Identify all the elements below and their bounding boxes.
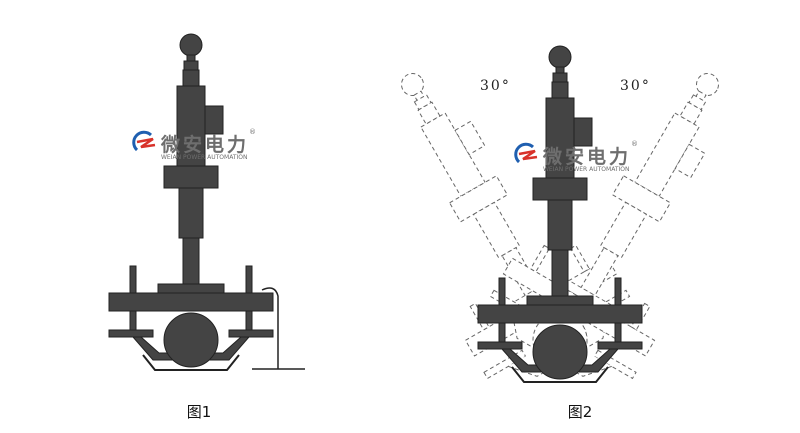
logo-name-en: WEIAN POWER AUTOMATION (161, 154, 248, 161)
angle-label-right: 30° (620, 78, 651, 94)
logo-name-cn: 微安电力 (161, 134, 250, 156)
logo-name-en: WEIAN POWER AUTOMATION (543, 166, 630, 173)
figure-1-caption: 图1 (186, 403, 212, 421)
logo-registered-mark: ® (249, 128, 256, 136)
logo-name-cn: 微安电力 (543, 146, 632, 168)
ground-wire (252, 287, 305, 370)
weian-logo-icon (514, 142, 538, 164)
figure-2-device (477, 45, 643, 383)
logo-registered-mark: ® (631, 140, 638, 148)
weian-logo-icon (132, 130, 156, 152)
figure-1-device (108, 33, 305, 371)
figure-2-caption: 图2 (567, 403, 593, 421)
angle-label-left: 30° (480, 78, 511, 94)
